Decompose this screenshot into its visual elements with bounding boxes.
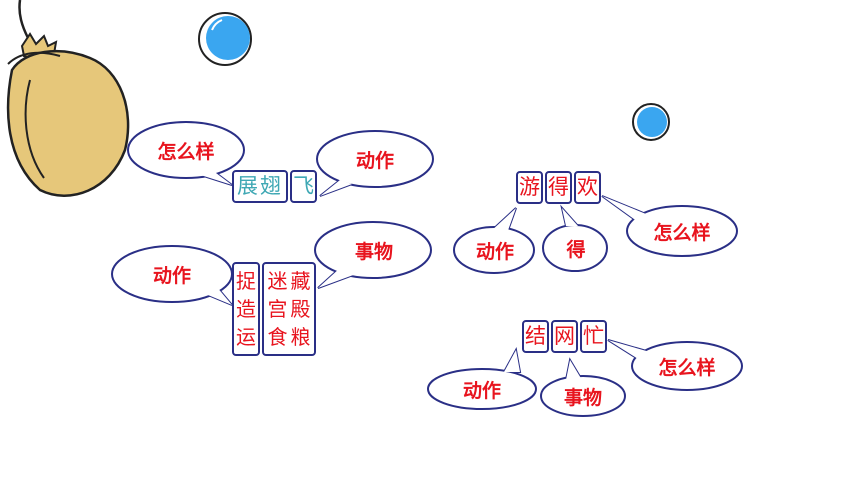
blue-ball-large	[198, 12, 252, 66]
word-column-verbs: 捉 造 运	[232, 262, 260, 356]
word-box-zhanchi: 展翅	[232, 170, 288, 203]
word-char: 翅	[260, 174, 283, 198]
word-char: 结	[525, 324, 546, 348]
bubble-label-action: 动作	[462, 379, 501, 402]
bubble-shape	[127, 121, 245, 186]
word-char: 运	[236, 325, 256, 349]
bubble-label-action: 动作	[152, 264, 191, 287]
word-char: 迷	[267, 269, 288, 293]
bubble-label-thing: 事物	[354, 240, 393, 263]
word-char: 粮	[290, 325, 311, 349]
word-char: 游	[519, 175, 540, 199]
word-char: 宫	[267, 297, 288, 321]
word-column-nouns: 迷 藏 宫 殿 食 粮	[262, 262, 316, 356]
bubble-shape	[607, 339, 743, 391]
word-box-fei: 飞	[290, 170, 317, 203]
word-char: 食	[267, 325, 288, 349]
word-char: 展	[237, 174, 260, 198]
bubble-label-de: 得	[566, 238, 586, 261]
bubble-label-action: 动作	[355, 149, 394, 172]
word-box-wang: 网	[551, 320, 578, 353]
bubble-label-thing: 事物	[563, 386, 602, 409]
word-box-huan: 欢	[574, 171, 601, 204]
word-char: 飞	[293, 174, 314, 198]
bubble-shape	[111, 245, 233, 306]
word-char: 藏	[290, 269, 311, 293]
word-char: 欢	[577, 175, 598, 199]
blue-ball-small	[632, 103, 670, 141]
word-char: 网	[554, 324, 575, 348]
word-char: 造	[236, 297, 256, 321]
word-box-de: 得	[545, 171, 572, 204]
word-box-jie: 结	[522, 320, 549, 353]
bubble-label-how: 怎么样	[658, 356, 716, 379]
word-box-mang: 忙	[580, 320, 607, 353]
seed-illustration	[6, 0, 130, 197]
bubble-shape	[601, 195, 738, 257]
bubble-label-action: 动作	[475, 240, 514, 263]
word-box-you: 游	[516, 171, 543, 204]
bubble-shape	[540, 357, 626, 417]
bubble-shape	[453, 207, 535, 274]
word-char: 得	[548, 175, 569, 199]
word-char: 忙	[583, 324, 604, 348]
bubble-shape	[314, 221, 432, 289]
word-char: 殿	[290, 297, 311, 321]
word-char: 捉	[236, 269, 256, 293]
bubble-shape	[427, 347, 537, 410]
bubble-shape	[542, 204, 608, 272]
bubble-shape	[316, 130, 434, 197]
bubble-label-how: 怎么样	[157, 140, 215, 163]
bubble-label-how: 怎么样	[653, 221, 711, 244]
